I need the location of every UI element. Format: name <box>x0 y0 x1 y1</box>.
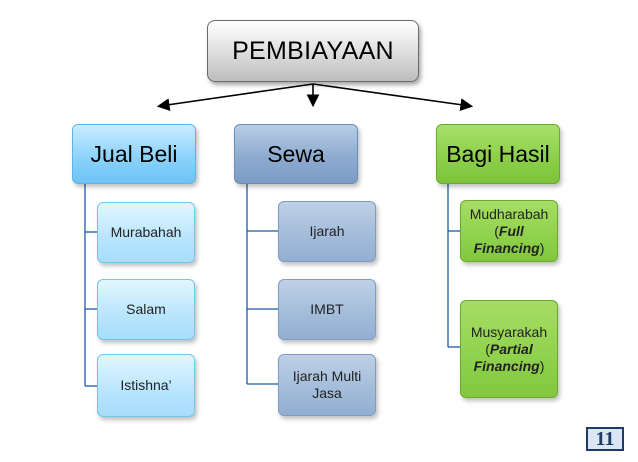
musyarakah-note: (Partial Financing) <box>473 340 545 374</box>
mudharabah-label: Mudharabah <box>469 205 549 222</box>
node-ijarah-multi-jasa: Ijarah Multi Jasa <box>278 354 376 416</box>
node-murabahah: Murabahah <box>97 202 195 263</box>
node-ijarah: Ijarah <box>278 201 376 262</box>
category-sewa: Sewa <box>234 124 358 184</box>
arrow-to-jual-beli <box>156 83 314 111</box>
mudharabah-note: (Full Financing) <box>473 222 545 256</box>
page-number: 11 <box>586 427 624 451</box>
musyarakah-label: Musyarakah <box>470 323 548 340</box>
category-jual-beli: Jual Beli <box>72 124 196 184</box>
node-istishna: Istishna’ <box>97 354 195 417</box>
node-mudharabah: Mudharabah (Full Financing) <box>460 200 558 262</box>
node-musyarakah: Musyarakah (Partial Financing) <box>460 300 558 398</box>
node-salam: Salam <box>97 279 195 340</box>
node-imbt: IMBT <box>278 279 376 340</box>
category-bagi-hasil: Bagi Hasil <box>436 124 560 184</box>
arrow-to-bagi-hasil <box>312 83 474 112</box>
root-node: PEMBIAYAAN <box>207 20 419 82</box>
